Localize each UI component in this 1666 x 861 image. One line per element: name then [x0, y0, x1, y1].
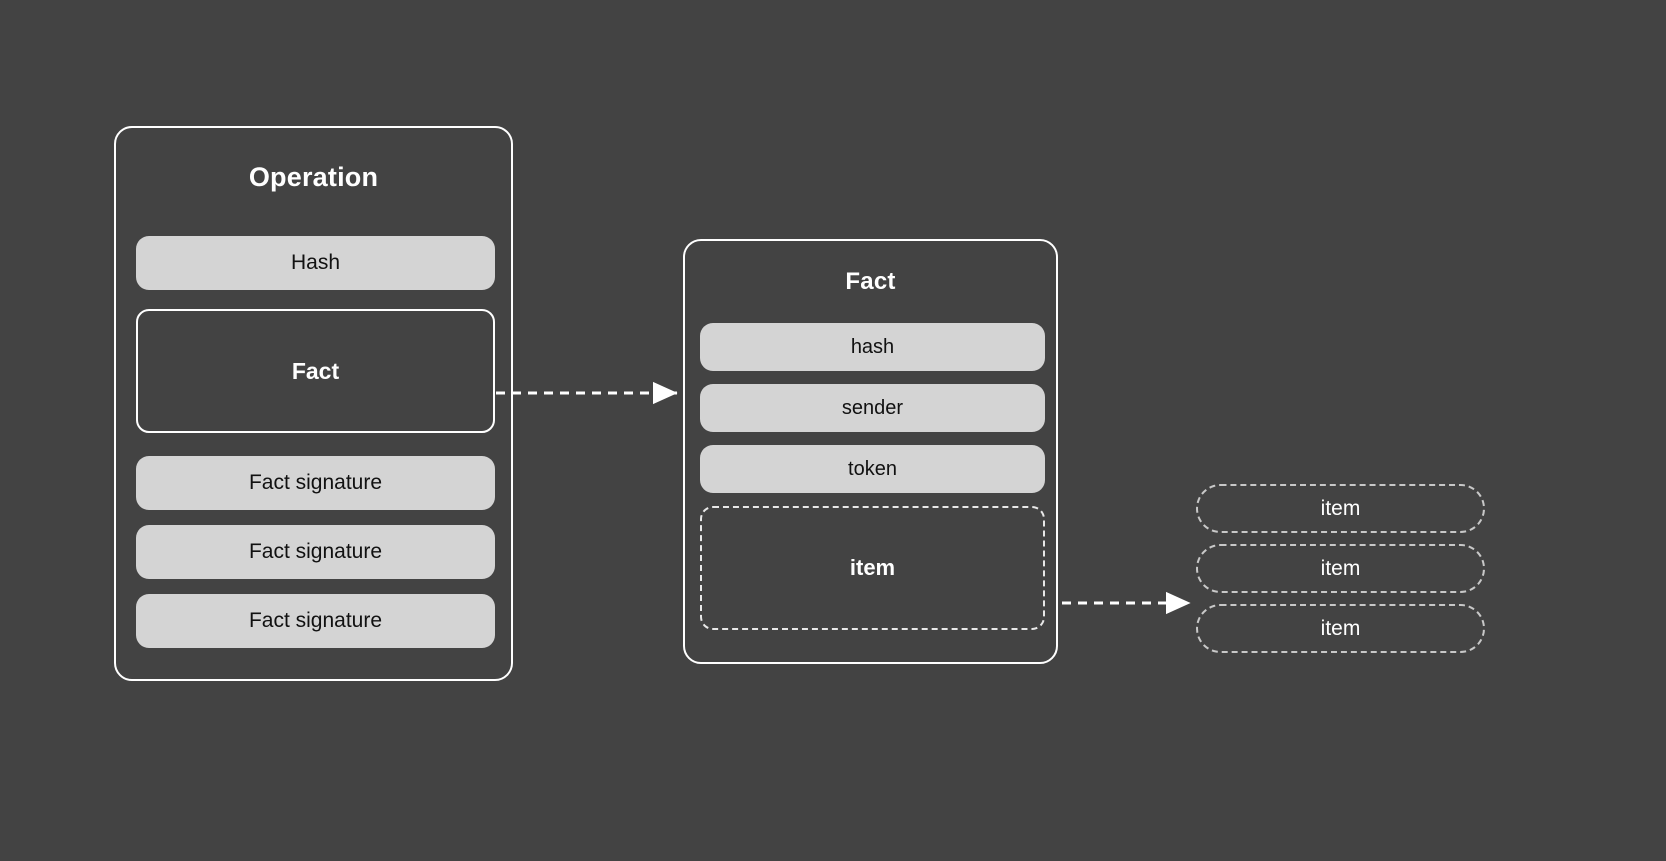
item-list-entry-1[interactable]: item — [1196, 484, 1485, 533]
item-list-entry-3[interactable]: item — [1196, 604, 1485, 653]
operation-field-fact-signature-2[interactable]: Fact signature — [136, 525, 495, 579]
fact-field-token[interactable]: token — [700, 445, 1045, 493]
node-operation-title: Operation — [248, 162, 379, 192]
node-fact[interactable]: Fact hash sender token item — [683, 239, 1058, 664]
fact-nested-item[interactable]: item — [700, 506, 1045, 630]
operation-field-fact-signature-3[interactable]: Fact signature — [136, 594, 495, 648]
node-operation[interactable]: Operation Hash Fact Fact signature Fact … — [114, 126, 513, 681]
item-list-entry-2[interactable]: item — [1196, 544, 1485, 593]
fact-field-sender[interactable]: sender — [700, 384, 1045, 432]
operation-field-hash[interactable]: Hash — [136, 236, 495, 290]
operation-nested-fact[interactable]: Fact — [136, 309, 495, 433]
operation-field-fact-signature-1[interactable]: Fact signature — [136, 456, 495, 510]
node-fact-title: Fact — [845, 268, 896, 295]
fact-field-hash[interactable]: hash — [700, 323, 1045, 371]
